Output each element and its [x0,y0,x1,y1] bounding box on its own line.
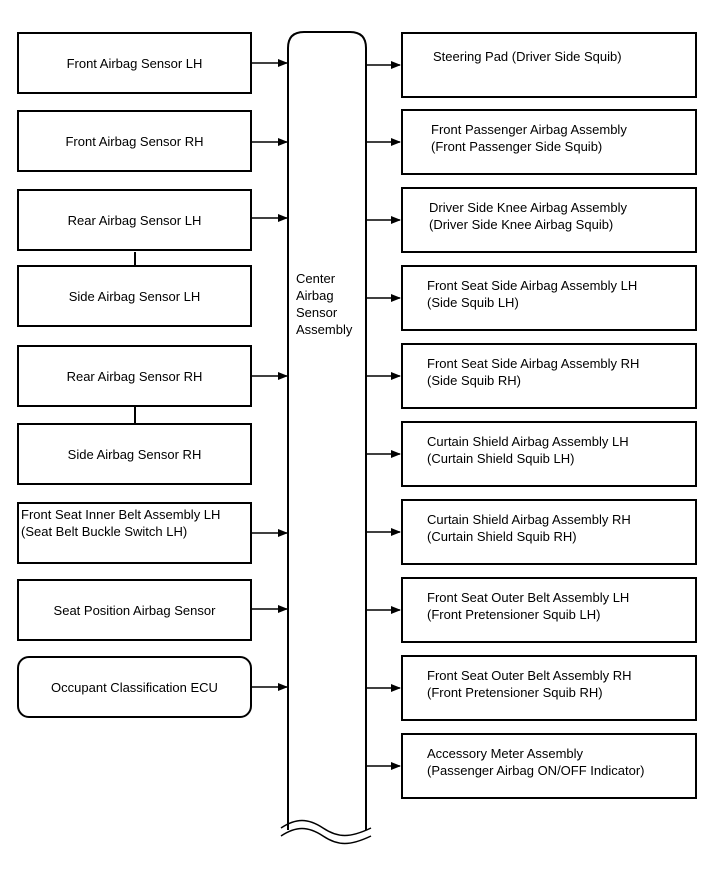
input-front-airbag-sensor-rh: Front Airbag Sensor RH [17,110,252,172]
center-airbag-sensor-assembly-label: Center Airbag Sensor Assembly [296,271,353,337]
input-side-airbag-sensor-rh: Side Airbag Sensor RH [17,423,252,485]
input-side-airbag-sensor-lh: Side Airbag Sensor LH [17,265,252,327]
output-curtain-shield-airbag-assembly-rh: Curtain Shield Airbag Assembly RH (Curta… [401,499,697,565]
center-assembly-outline [287,31,367,830]
input-front-airbag-sensor-lh: Front Airbag Sensor LH [17,32,252,94]
output-driver-side-knee-airbag-assembly: Driver Side Knee Airbag Assembly (Driver… [401,187,697,253]
input-front-seat-inner-belt-assembly-lh: Front Seat Inner Belt Assembly LH (Seat … [17,502,252,564]
output-accessory-meter-assembly: Accessory Meter Assembly (Passenger Airb… [401,733,697,799]
input-rear-airbag-sensor-lh: Rear Airbag Sensor LH [17,189,252,251]
input-seat-position-airbag-sensor: Seat Position Airbag Sensor [17,579,252,641]
output-front-seat-side-airbag-assembly-rh: Front Seat Side Airbag Assembly RH (Side… [401,343,697,409]
input-occupant-classification-ecu: Occupant Classification ECU [17,656,252,718]
center-assembly-break-line [280,827,372,845]
output-steering-pad: Steering Pad (Driver Side Squib) [401,32,697,98]
center-assembly-break-line [280,819,372,837]
output-front-seat-outer-belt-assembly-rh: Front Seat Outer Belt Assembly RH (Front… [401,655,697,721]
output-curtain-shield-airbag-assembly-lh: Curtain Shield Airbag Assembly LH (Curta… [401,421,697,487]
output-front-passenger-airbag-assembly: Front Passenger Airbag Assembly (Front P… [401,109,697,175]
output-front-seat-outer-belt-assembly-lh: Front Seat Outer Belt Assembly LH (Front… [401,577,697,643]
input-rear-airbag-sensor-rh: Rear Airbag Sensor RH [17,345,252,407]
output-front-seat-side-airbag-assembly-lh: Front Seat Side Airbag Assembly LH (Side… [401,265,697,331]
